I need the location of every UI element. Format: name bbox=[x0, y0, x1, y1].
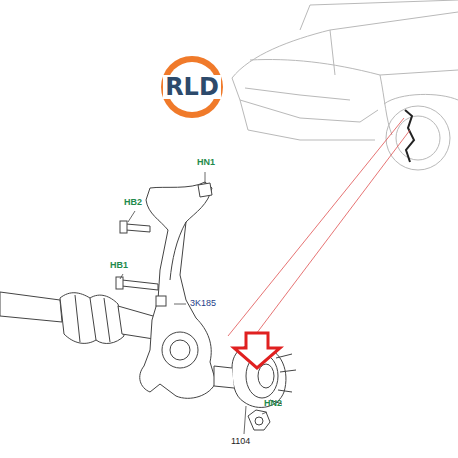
logo-emblem bbox=[161, 56, 223, 118]
part-number: 1104 bbox=[229, 436, 252, 447]
hub-nut bbox=[248, 410, 270, 430]
bolts bbox=[116, 183, 212, 290]
logo-text: RLD bbox=[163, 74, 221, 100]
part-code: HN2 bbox=[262, 398, 284, 409]
drive-shaft bbox=[0, 292, 160, 343]
highlight-arrow bbox=[234, 333, 280, 368]
wheel-hub-highlight bbox=[405, 110, 414, 162]
part-code: HB2 bbox=[122, 197, 144, 208]
part-code: HN1 bbox=[195, 157, 217, 168]
leader-lines bbox=[120, 172, 267, 434]
steering-knuckle bbox=[140, 182, 216, 398]
part-code: HB1 bbox=[108, 260, 130, 271]
part-number: 3K185 bbox=[188, 298, 218, 309]
car-outline bbox=[232, 0, 458, 170]
location-pointer bbox=[228, 118, 410, 342]
